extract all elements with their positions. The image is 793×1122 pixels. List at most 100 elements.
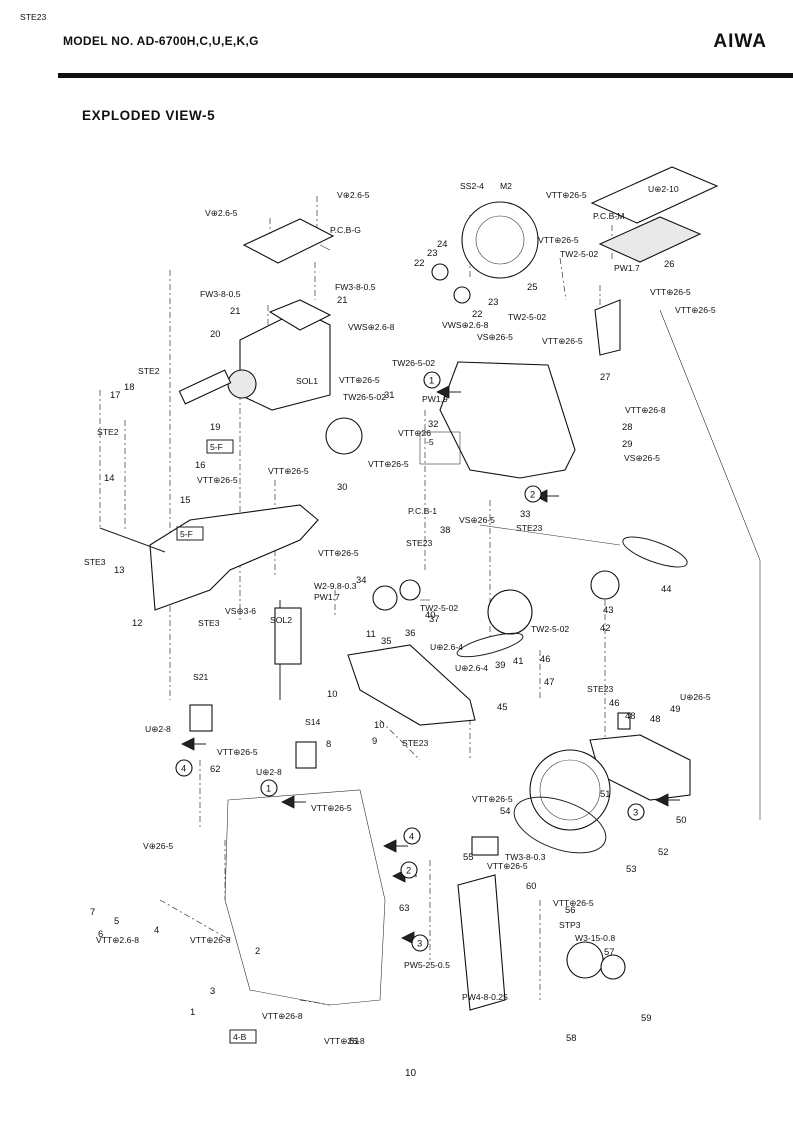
pulley-35 [372,585,398,611]
part-label: 38 [440,524,450,535]
part-label: TW2-5-02 [508,312,546,322]
part-label: STE23 [406,538,432,548]
part-label: 7 [90,906,95,917]
shaft-13 [99,527,166,553]
label-box [229,1029,257,1044]
part-label: VTT⊕26-5 [268,466,309,476]
part-label: 5 [114,915,119,926]
part-label: STE2 [97,427,119,437]
part-label: 21 [337,294,347,305]
part-label: S14 [305,717,321,727]
label-box [206,439,234,454]
callout-label: 2 [406,865,411,876]
part-label: U⊕2.6-4 [430,642,463,652]
part-label: 53 [626,863,636,874]
callout-label: 3 [417,938,422,949]
part-label: 57 [604,946,614,957]
belt-44 [622,536,688,568]
bushing-48 [617,712,631,730]
part-label: VS⊕26-5 [624,453,660,463]
part-label: 23 [427,247,437,258]
part-label: 48 [625,710,635,721]
part-label: 47 [544,676,554,687]
part-label: 5-F [180,529,193,539]
part-label: STE2 [138,366,160,376]
part-label: PW4-8-0.25 [462,992,508,1002]
part-label: 41 [513,655,523,666]
part-label: 31 [384,389,394,400]
part-label: U⊕26-5 [680,692,711,702]
part-label: TW2-5-02 [560,249,598,259]
part-label: 42 [600,622,610,633]
part-label: VTT⊕26-8 [324,1036,365,1046]
label-box [176,526,204,541]
brand-logo: AIWA [713,31,767,52]
part-label: VTT⊕26-5 [311,803,352,813]
part-label: V⊕2.6-5 [205,208,238,218]
part-label: FW3-8-0.5 [335,282,376,292]
part-label: STE23 [587,684,613,694]
part-label: 44 [661,583,671,594]
part-label: 48 [650,713,660,724]
part-label: 17 [110,389,120,400]
part-label: 10 [327,688,337,699]
part-label: VTT⊕26-5 [546,190,587,200]
part-label: VTT⊕2.6-8 [96,935,139,945]
part-label: 61 [349,1035,359,1046]
part-label: U⊕2-10 [648,184,679,194]
part-label: P.C.B-M [593,211,624,221]
part-label: 1 [190,1006,195,1017]
part-label: -5 [426,437,434,447]
part-label: 25 [527,281,537,292]
part-label: VTT⊕26-5 [538,235,579,245]
leader-lines [99,195,761,1006]
callout-circle [400,861,418,879]
pcb-m-pattern [598,216,702,263]
part-label: VTT⊕26-5 [217,747,258,757]
part-label: 5-F [210,442,223,452]
part-label: VTT⊕26-5 [675,305,716,315]
part-label: V⊕2.6-5 [337,190,370,200]
part-label: TW3-8-0.3 [505,852,546,862]
part-label: U⊕2-8 [256,767,282,777]
part-label: TW2-5-02 [420,603,458,613]
part-label: 37 [429,613,439,624]
part-label: 3 [210,985,215,996]
slide-lever-11 [347,644,476,726]
capstan-30 [325,417,363,455]
part-label: W3-15-0.8 [575,933,615,943]
lever-60 [457,874,506,1011]
part-label: 62 [210,763,220,774]
callout-circle [423,371,441,389]
callout-circle [627,803,645,821]
part-label: VTT⊕26-5 [542,336,583,346]
part-label: 6 [98,928,103,939]
part-label: STE3 [198,618,220,628]
callout-label: 1 [429,375,434,386]
pin-19 [178,369,232,405]
pcb-m-plate [590,166,719,224]
page-title: EXPLODED VIEW-5 [82,108,216,123]
part-label: P.C.B-1 [408,506,437,516]
part-label: VTT⊕26-5 [472,794,513,804]
switch-s14 [295,741,317,769]
part-label: VTT⊕26-5 [553,898,594,908]
part-label: TW26-5-02 [343,392,386,402]
part-label: VTT⊕26-5 [339,375,380,385]
part-label: 60 [526,880,536,891]
pulley-57 [566,941,604,979]
part-label: VTT⊕26-8 [625,405,666,415]
part-label: 4 [154,924,159,935]
callout-label: 1 [266,783,271,794]
part-label: VWS⊕2.6-8 [442,320,489,330]
pcb-1 [419,431,461,465]
part-label: 43 [603,604,613,615]
header-rule [58,73,793,78]
part-label: 20 [210,328,220,339]
part-label: 33 [520,508,530,519]
part-label: VTT⊕26-5 [650,287,691,297]
part-label: 11 [366,628,376,639]
part-label: STE23 [516,523,542,533]
